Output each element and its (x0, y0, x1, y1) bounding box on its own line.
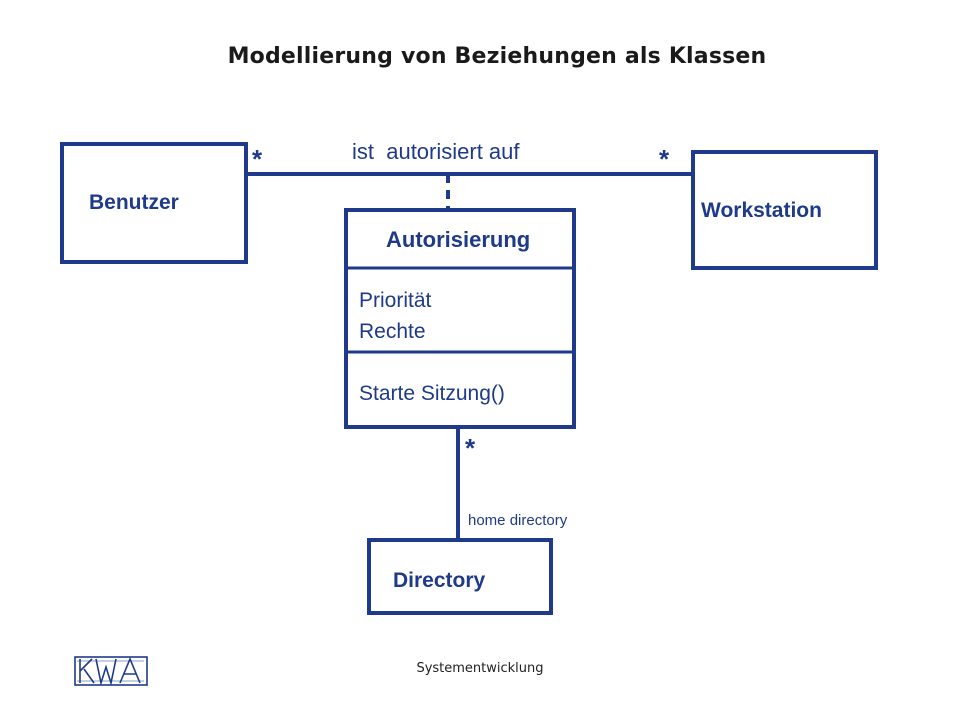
kwa-logo-icon (74, 656, 148, 687)
class-name-workstation: Workstation (701, 199, 822, 222)
class-box-directory (367, 538, 553, 615)
multiplicity-home: * (465, 433, 476, 463)
slide-title: Modellierung von Beziehungen als Klassen (227, 44, 767, 69)
class-name-directory: Directory (393, 569, 486, 592)
association-label: ist autorisiert auf (352, 139, 520, 164)
multiplicity-right: * (659, 144, 670, 174)
multiplicity-left: * (252, 144, 263, 174)
class-name-autorisierung: Autorisierung (386, 227, 530, 252)
attribute: Rechte (359, 320, 426, 343)
operation: Starte Sitzung() (359, 382, 505, 405)
class-box-autorisierung (344, 208, 576, 429)
class-box-workstation (691, 150, 878, 270)
class-name-benutzer: Benutzer (89, 191, 179, 214)
attribute: Priorität (359, 289, 432, 312)
home-directory-label: home directory (468, 512, 568, 529)
footer-text: Systementwicklung (416, 661, 544, 676)
class-box-benutzer (60, 142, 248, 264)
